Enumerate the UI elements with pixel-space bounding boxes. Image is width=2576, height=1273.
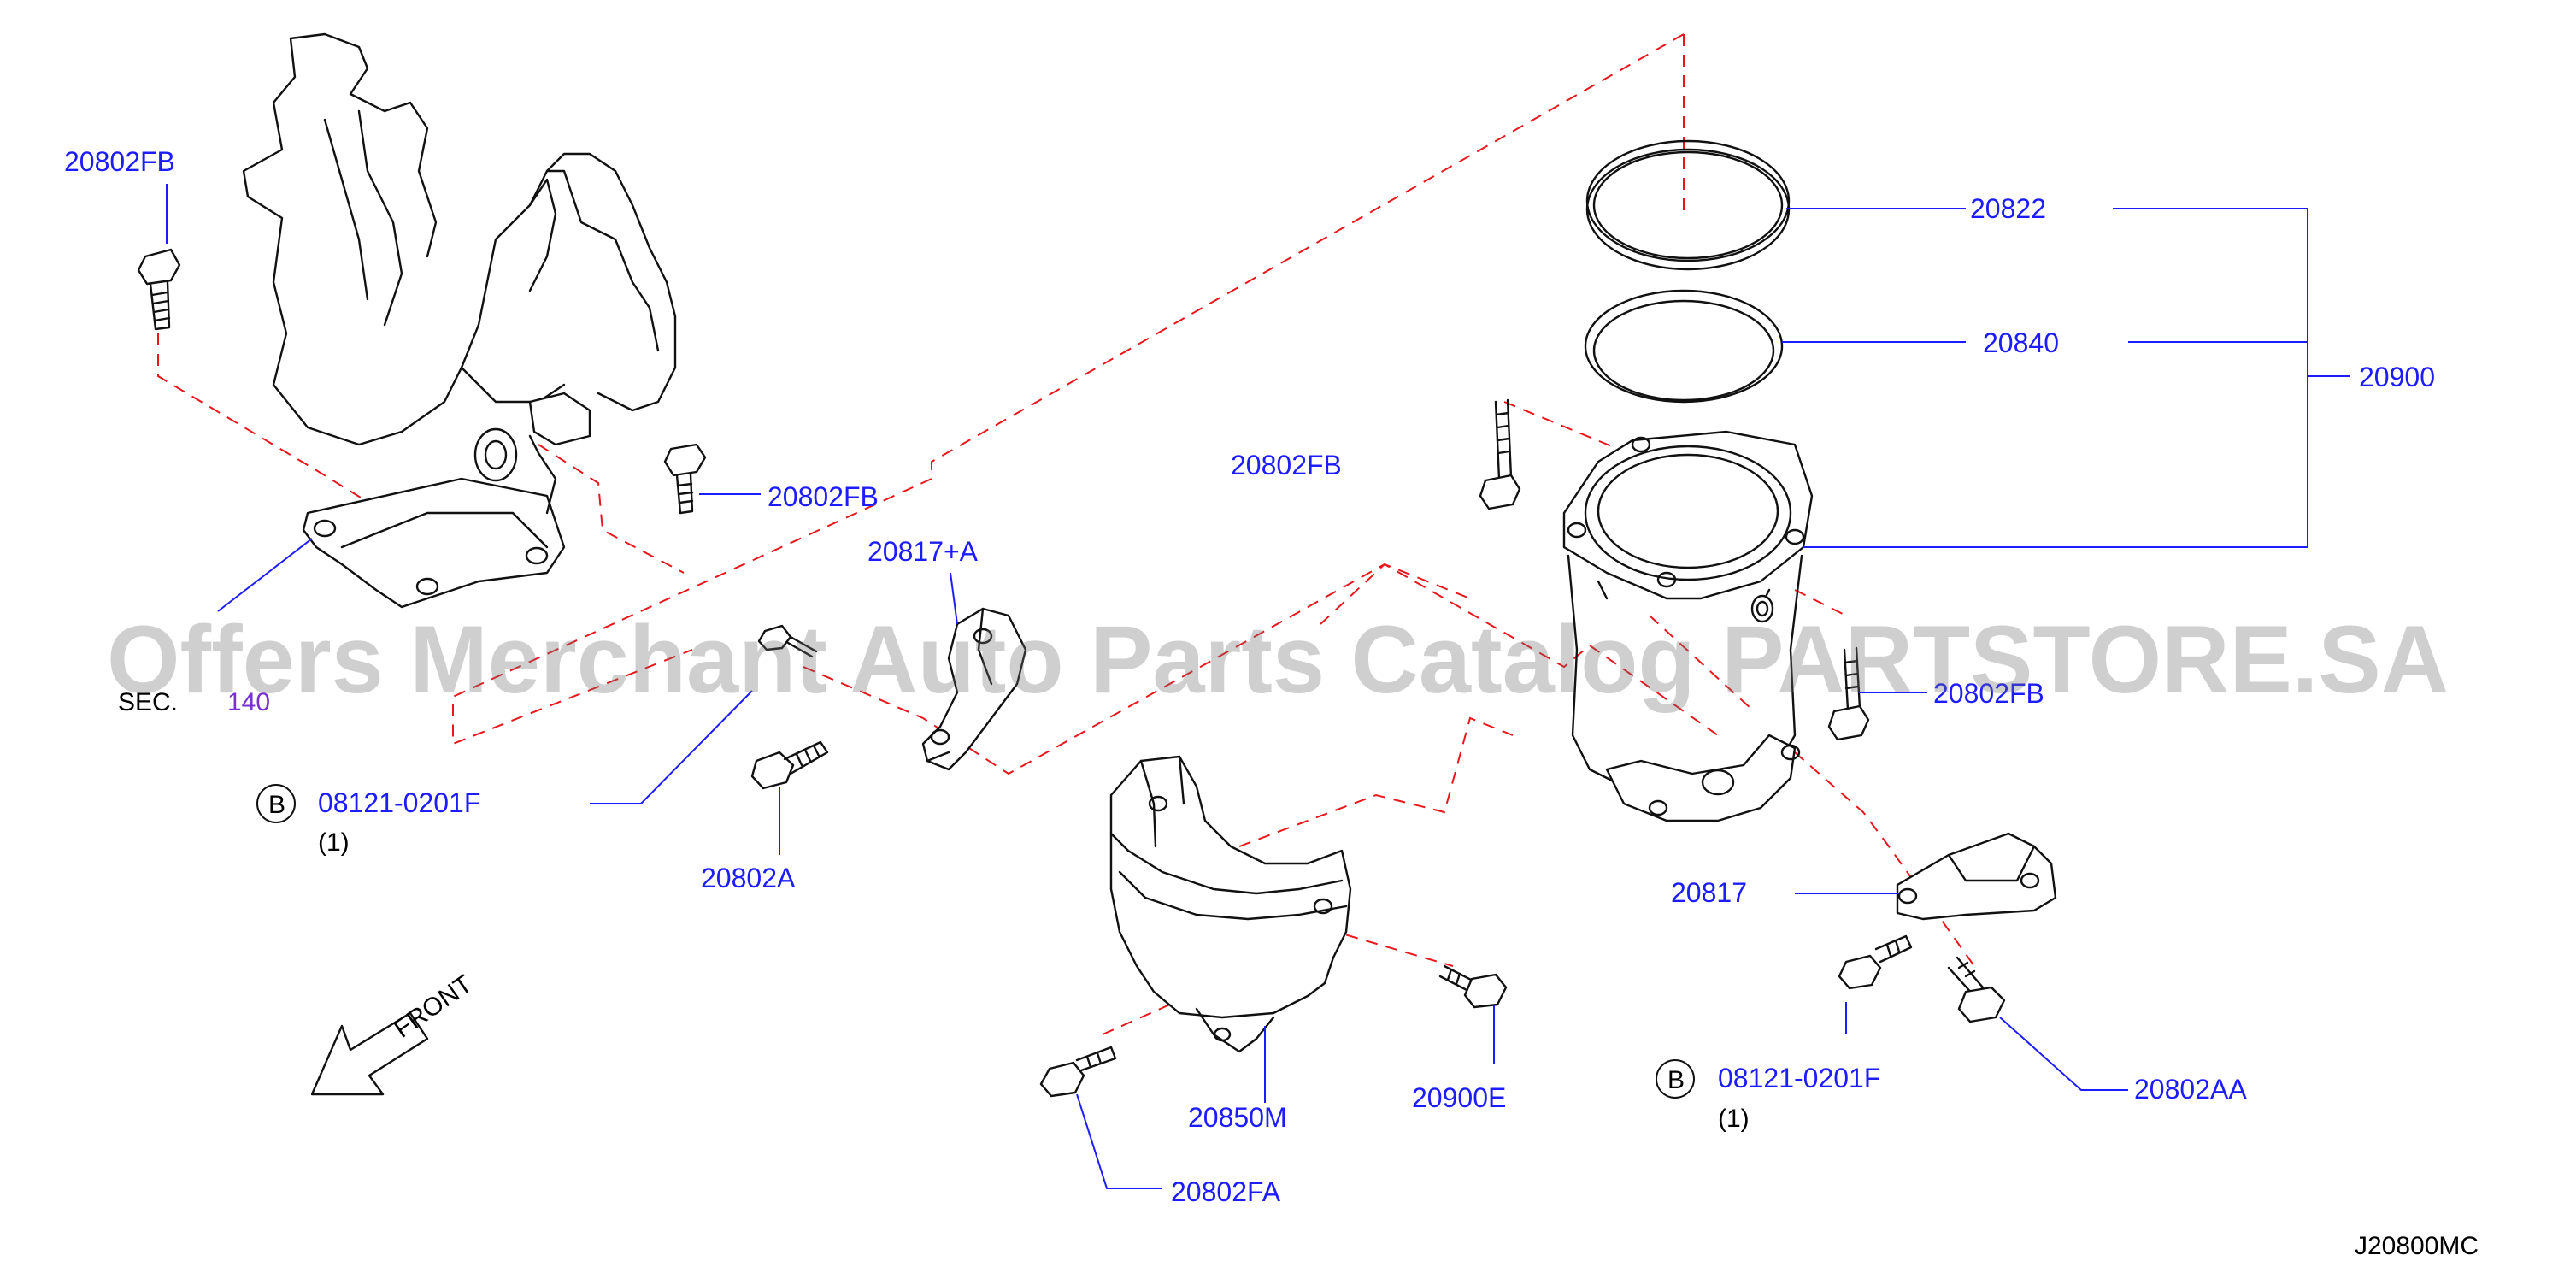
heat-shield-20850m-drawing [1109,755,1352,1053]
quantity-upper: (1) [318,828,350,857]
quantity-lower: (1) [1718,1105,1750,1133]
part-label-20840[interactable]: 20840 [1983,327,2059,358]
bolt-20802fb-converter-left [1479,398,1521,510]
part-label-20802fb-mid[interactable]: 20802FB [768,481,879,512]
part-label-20802fb-converter-right[interactable]: 20802FB [1933,678,2044,709]
bolt-20900e-drawing [1438,964,1508,1009]
front-label: FRONT [389,969,478,1043]
bolt-20802fa-drawing [1039,1046,1117,1098]
bracket-20817a-drawing [921,607,1027,771]
part-label-20802fb-converter-left[interactable]: 20802FB [1231,450,1342,480]
bolt-20802a-drawing [750,740,829,790]
part-label-20802fa[interactable]: 20802FA [1171,1176,1281,1207]
bolt-20802fb-mid [663,443,707,515]
b-badge-lower-letter: B [1667,1066,1685,1094]
catalytic-converter-drawing [1562,139,1814,822]
part-label-08121-0201f-upper[interactable]: 08121-0201F [318,787,480,818]
stud-08121-lower [1838,934,1913,990]
bolt-20802fb-converter-right [1827,646,1870,741]
stud-08121-upper [757,624,818,658]
part-label-08121-0201f-lower[interactable]: 08121-0201F [1718,1063,1880,1093]
watermark-text: Offers Merchant Auto Parts Catalog PARTS… [107,606,2449,713]
b-badge-lower: B [1656,1059,1695,1099]
bracket-20817-drawing [1896,832,2057,921]
exhaust-manifold-drawing [242,32,677,609]
part-label-20822[interactable]: 20822 [1970,193,2046,224]
b-badge-upper: B [256,784,296,823]
bolt-20802aa-drawing [1947,956,2006,1023]
section-ref-label: SEC. [118,688,178,716]
leader-lines [166,184,2350,1189]
part-label-20802a[interactable]: 20802A [701,863,796,893]
part-label-20802aa[interactable]: 20802AA [2134,1074,2247,1105]
part-label-20817a[interactable]: 20817+A [867,536,979,567]
part-label-20850m[interactable]: 20850M [1188,1102,1287,1133]
part-label-20817[interactable]: 20817 [1671,877,1747,908]
front-direction-arrow [310,1011,429,1096]
part-label-20900e[interactable]: 20900E [1412,1082,1506,1113]
diagram-code: J20800MC [2355,1232,2479,1260]
section-ref-number[interactable]: 140 [227,688,270,716]
bolt-20802fb-left [137,248,181,331]
part-label-20900[interactable]: 20900 [2359,362,2435,392]
b-badge-upper-letter: B [268,791,285,819]
part-label-20802fb-upper-left[interactable]: 20802FB [64,146,175,177]
